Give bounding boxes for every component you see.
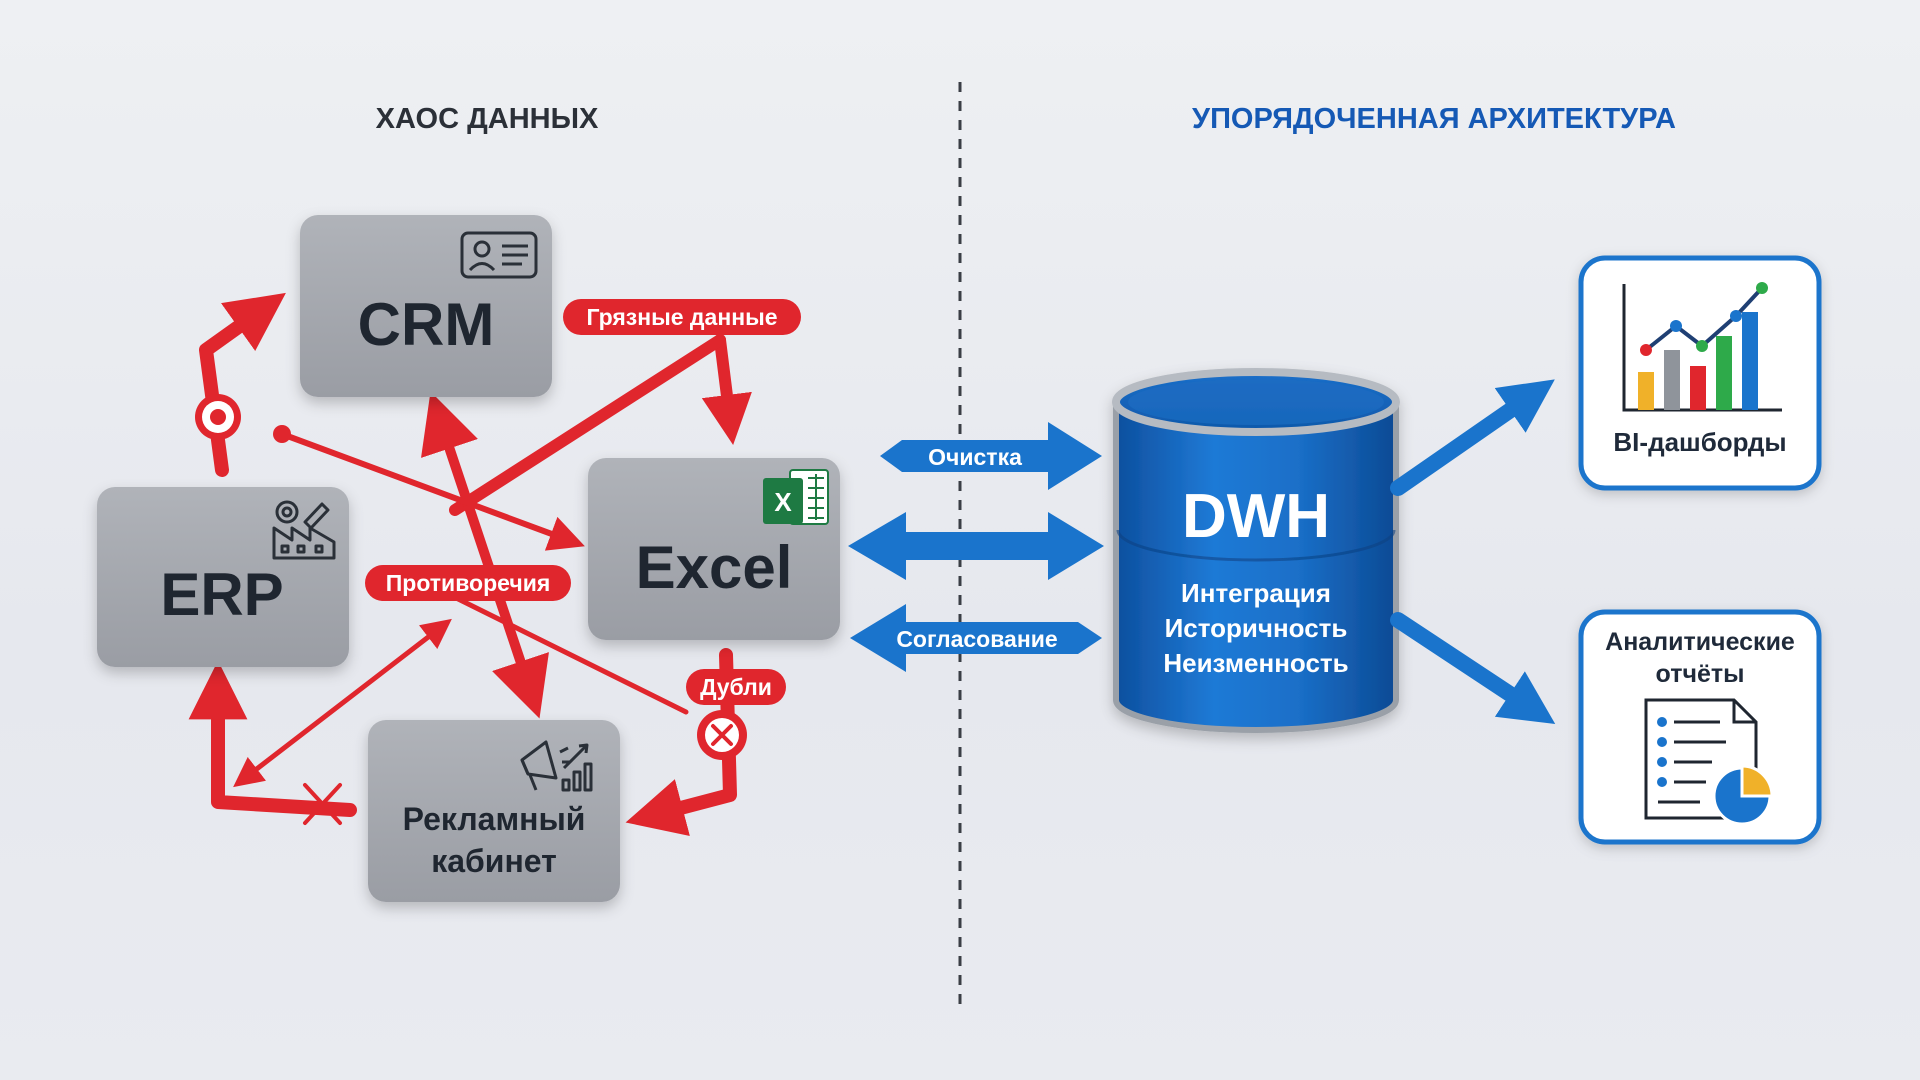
dirty-data-label: Грязные данные [586,304,777,330]
cleaning-label: Очистка [928,444,1022,470]
arrow-dwh-to-reports [1390,612,1556,725]
arrow-dot-to-excel [279,431,585,551]
dwh-feature-1: Интеграция [1181,578,1331,608]
order-heading: УПОРЯДОЧЕННАЯ АРХИТЕКТУРА [1192,103,1676,135]
duplicates-badge: Дубли [686,669,786,705]
arrow-contradictions-line [437,587,689,715]
dirty-data-badge: Грязные данные [563,299,801,335]
excel-label: Excel [636,534,793,601]
cleaning-arrow: Очистка [880,422,1102,490]
reports-label-line2: отчёты [1656,660,1745,688]
sync-double-arrow [848,512,1104,580]
contradictions-badge: Противоречия [365,565,571,601]
contradictions-label: Противоречия [386,570,551,596]
arrow-erp-to-crm [199,292,286,477]
erp-node [97,487,349,667]
ads-label-line2: кабинет [431,843,557,879]
erp-label: ERP [160,561,283,628]
dot-marker-icon [273,425,291,443]
arrow-dwh-to-bi [1390,379,1555,496]
crm-label: CRM [358,291,495,358]
ads-node [368,720,620,902]
arrow-erp-ads-diag [233,618,452,788]
megaphone-chart-icon [520,740,593,792]
factory-icon [272,500,336,560]
error-x-icon [697,710,747,760]
bi-dashboards-label: BI-дашборды [1613,427,1786,457]
agreement-label: Согласование [896,626,1057,652]
dwh-feature-2: Историчность [1165,613,1348,643]
dwh-cylinder [1112,368,1400,733]
excel-icon: X [763,469,829,525]
crm-node [300,215,552,397]
agreement-arrow: Согласование [850,604,1102,672]
arrow-ads-to-erp [188,660,357,817]
target-icon [195,394,241,440]
reports-label-line1: Аналитические [1605,628,1795,656]
dwh-feature-3: Неизменность [1163,648,1348,678]
chaos-arrows [188,292,752,836]
dwh-title: DWH [1182,482,1330,551]
excel-icon-letter: X [774,487,792,517]
broken-link-icon [303,783,342,825]
contact-card-icon [460,231,538,279]
ads-label-line1: Рекламный [403,801,586,837]
duplicates-label: Дубли [700,674,772,700]
bar-line-chart-icon [1622,282,1782,412]
arrow-dirty-to-excel [701,334,752,446]
report-document-icon [1644,698,1774,826]
chaos-heading: ХАОС ДАННЫХ [376,103,599,135]
arrow-crm-ads [421,391,549,719]
